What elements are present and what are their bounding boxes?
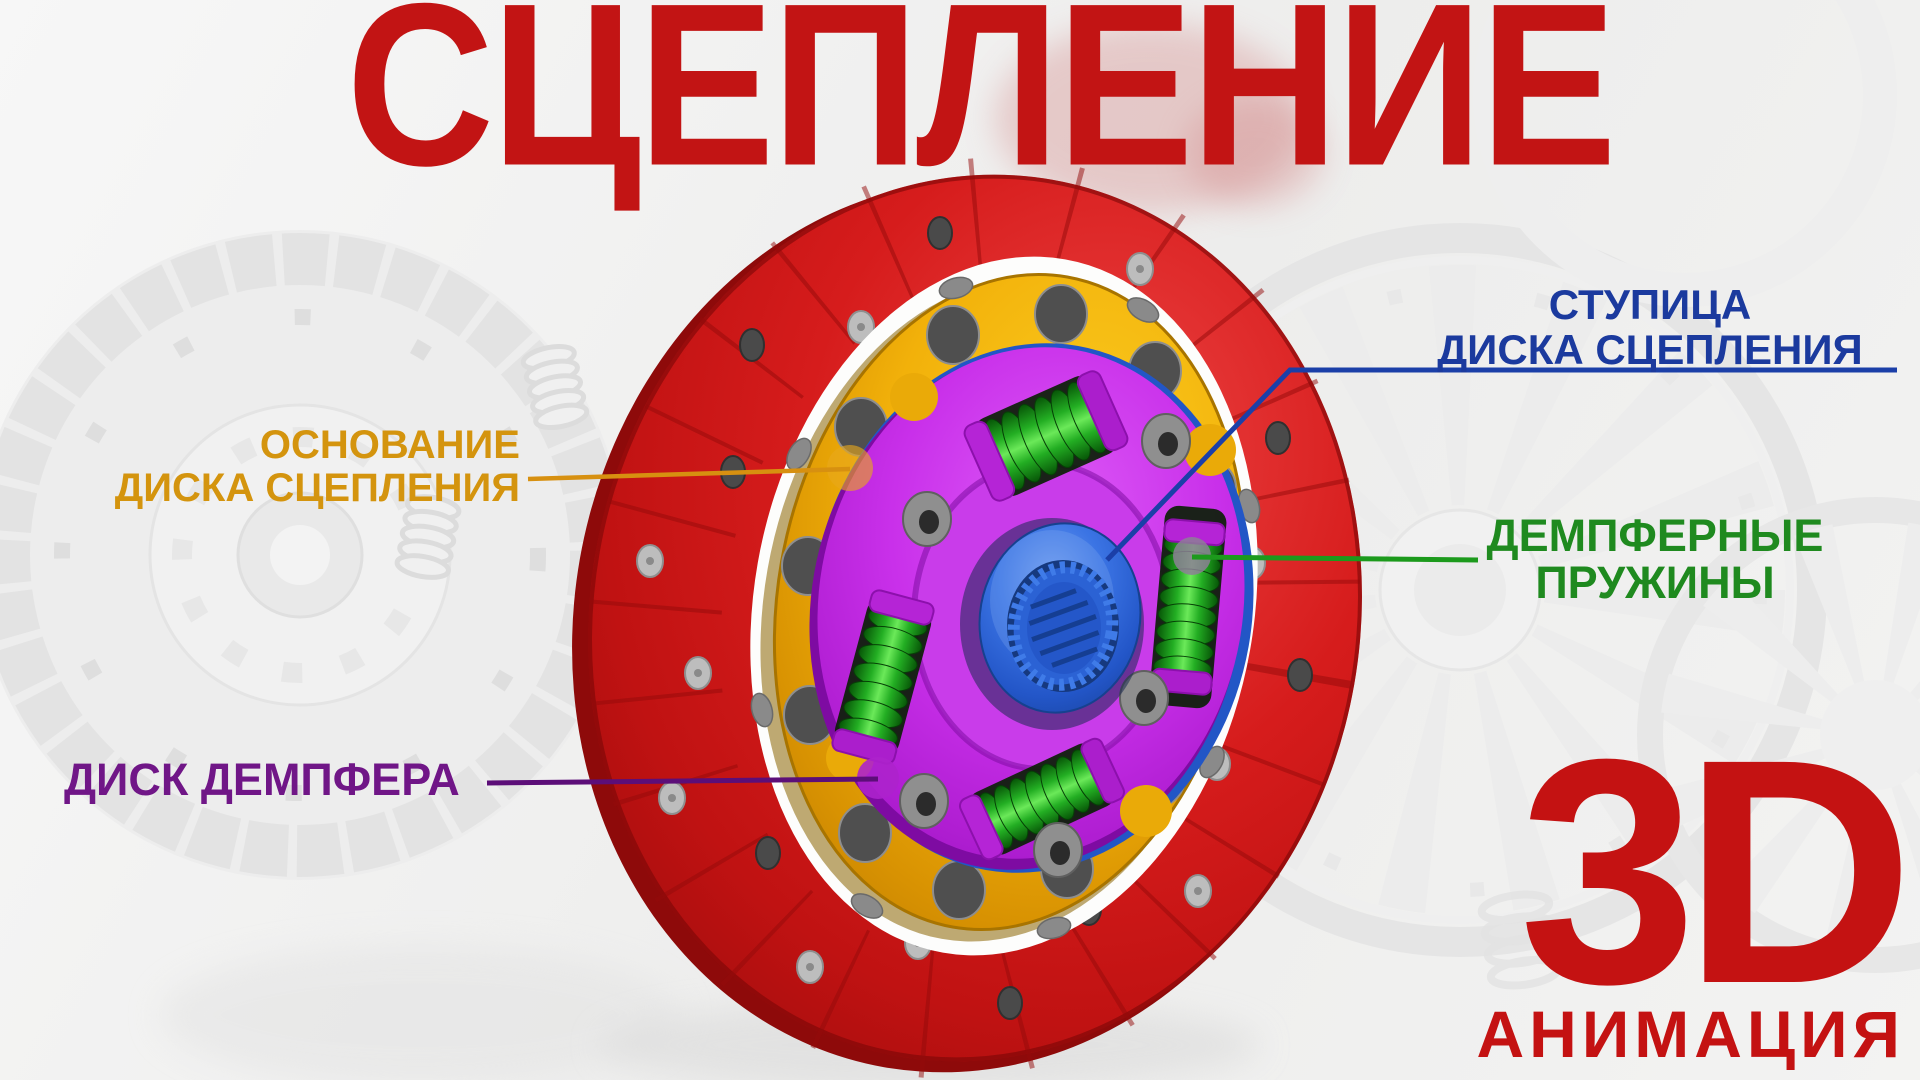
ghost-arc xyxy=(1473,0,1897,307)
callout-line-base xyxy=(527,466,851,482)
hub xyxy=(960,518,1144,730)
callout-label-base-line1: ОСНОВАНИЕ xyxy=(259,423,520,467)
callout-dot-damper xyxy=(857,757,899,799)
callout-lines xyxy=(486,367,1897,799)
damper-springs xyxy=(831,370,1227,861)
callout-label-springs-line2: ПРУЖИНЫ xyxy=(1535,557,1775,608)
callout-line-damper xyxy=(486,776,879,786)
watermark-3d: 3D xyxy=(1518,692,1914,1050)
ghost-pressure-plate xyxy=(1093,223,1827,957)
spring-top xyxy=(963,370,1129,502)
callout-dot-springs xyxy=(1173,537,1211,575)
callout-label-hub-line2: ДИСКА СЦЕПЛЕНИЯ xyxy=(1437,326,1863,373)
callout-label-base: ОСНОВАНИЕ ДИСКА СЦЕПЛЕНИЯ xyxy=(60,424,520,510)
callout-label-springs: ДЕМПФЕРНЫЕ ПРУЖИНЫ xyxy=(1420,512,1890,606)
callout-label-base-line2: ДИСКА СЦЕПЛЕНИЯ xyxy=(114,466,520,510)
callout-line-hub xyxy=(1105,367,1897,562)
callout-label-springs-line1: ДЕМПФЕРНЫЕ xyxy=(1486,510,1824,561)
watermark-subtitle: АНИМАЦИЯ xyxy=(1476,997,1905,1071)
soft-shadow xyxy=(160,945,680,1080)
clutch-disc-assembly xyxy=(572,157,1362,1079)
ghost-flywheel xyxy=(1637,497,1920,973)
callout-line-springs xyxy=(1191,554,1479,563)
spring-bottom xyxy=(958,737,1126,861)
damper-disc-rivets xyxy=(899,413,1191,878)
faded-red-blob-small xyxy=(1185,97,1325,207)
hub-bore-splines xyxy=(1028,588,1100,668)
ghost-spring xyxy=(1477,890,1563,990)
ghost-spring xyxy=(520,343,590,431)
callout-label-damper: ДИСК ДЕМПФЕРА xyxy=(64,754,460,805)
spring-left xyxy=(831,589,935,765)
callout-dot-base xyxy=(827,445,873,491)
ghost-spring xyxy=(394,494,462,580)
callout-label-hub: СТУПИЦА ДИСКА СЦЕПЛЕНИЯ xyxy=(1400,282,1900,372)
callout-label-hub-line1: СТУПИЦА xyxy=(1548,281,1752,328)
page-title: СЦЕПЛЕНИЕ xyxy=(346,0,1617,215)
